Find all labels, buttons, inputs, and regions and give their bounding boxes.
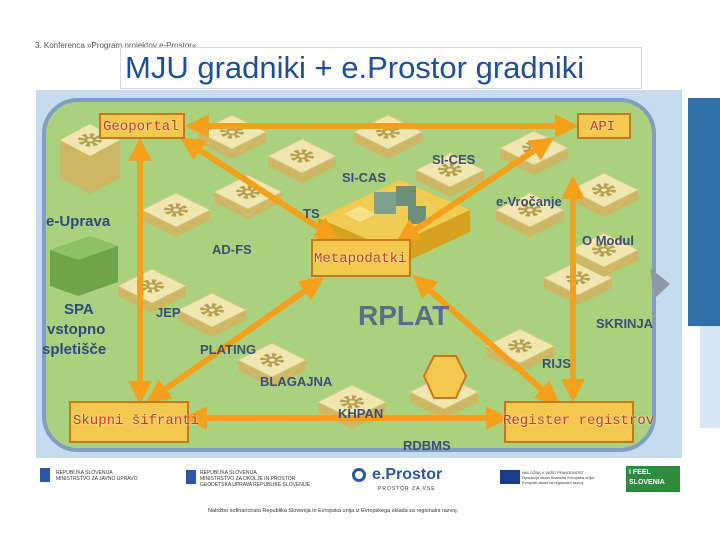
label-register-registrov: Register registrov — [503, 413, 655, 429]
eprostor-logo-text: e.Prostor — [372, 466, 443, 483]
hexagon-node — [422, 355, 468, 399]
label-metapodatki: Metapodatki — [314, 251, 407, 267]
right-pointer — [650, 268, 670, 298]
label-si-ces: SI-CES — [432, 152, 476, 167]
connection-arrows — [128, 114, 585, 430]
i-feel-slovenia-logo: I FEEL SLOVENIA — [626, 466, 680, 492]
label-ad-fs: AD-FS — [212, 242, 252, 257]
conference-label: 3. Konferenca »Program projektov e-Prost… — [35, 41, 197, 50]
label-spa-1: SPA — [64, 301, 94, 318]
label-spa-3: spletišče — [42, 341, 107, 358]
eprostor-tagline: PROSTOR ZA VSE — [378, 486, 436, 492]
label-rdbms: RDBMS — [403, 438, 451, 453]
label-ts: TS — [303, 206, 320, 221]
label-plating: PLATING — [200, 342, 257, 357]
label-skupni-sifranti: Skupni šifranti — [73, 413, 200, 429]
label-rijs: RIJS — [542, 356, 571, 371]
node-metapodatki — [311, 239, 411, 277]
label-e-vrocanje: e-Vročanje — [496, 194, 562, 209]
label-blagajna: BLAGAJNA — [260, 374, 333, 389]
label-si-cas: SI-CAS — [342, 170, 387, 185]
page-title: MJU gradniki + e.Prostor gradniki — [125, 50, 585, 85]
label-skrinja: SKRINJA — [596, 316, 654, 331]
funding-note: Naložbo sofinancirata Republika Slovenij… — [208, 508, 459, 514]
slovenia-crest-icon — [40, 468, 50, 482]
label-e-uprava: e-Uprava — [46, 213, 111, 230]
label-spa-2: vstopno — [47, 321, 106, 338]
node-geoportal — [99, 113, 185, 139]
label-geoportal: Geoportal — [103, 119, 179, 135]
label-api: API — [590, 119, 616, 135]
node-register-registrov — [504, 401, 634, 443]
e-uprava-block — [60, 124, 120, 194]
eprostor-logo-icon — [352, 468, 366, 482]
spa-block — [50, 236, 118, 296]
side-decoration — [688, 98, 720, 326]
slovenia-crest-icon-2 — [186, 470, 196, 484]
eu-flag-icon — [500, 470, 520, 484]
label-khpan: KHPAN — [338, 406, 384, 421]
node-skupni-sifranti — [69, 401, 189, 443]
label-rplat: RPLAT — [358, 300, 450, 331]
title-frame — [120, 47, 642, 89]
label-o-modul: O Modul — [582, 233, 634, 248]
node-api — [577, 113, 631, 139]
label-jep: JEP — [156, 305, 181, 320]
